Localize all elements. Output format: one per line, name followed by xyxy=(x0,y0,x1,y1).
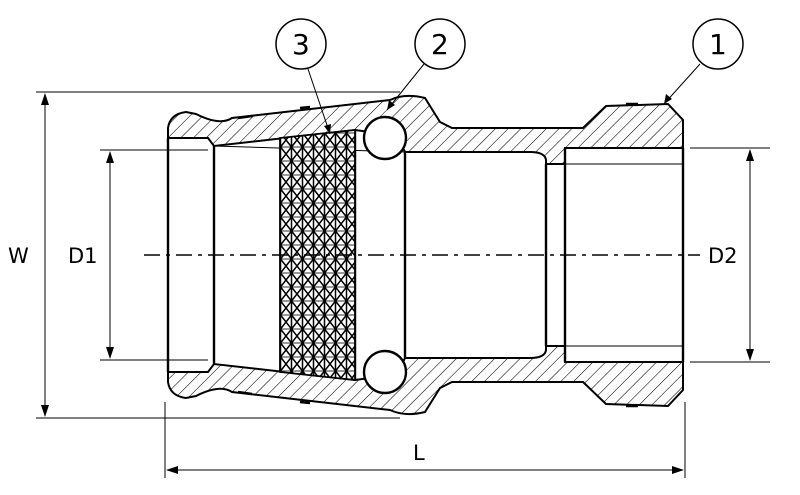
dimension-l xyxy=(164,402,686,478)
balloon-2 xyxy=(386,18,466,111)
dimension-l-label: L xyxy=(413,441,425,465)
o-ring-seal-upper xyxy=(362,115,408,161)
dimension-w xyxy=(36,91,400,419)
balloon-3-label: 3 xyxy=(292,28,310,61)
o-ring-seal-lower xyxy=(362,349,408,395)
dimension-d2 xyxy=(690,147,770,363)
balloon-2-label: 2 xyxy=(431,28,449,61)
balloon-1 xyxy=(663,18,744,105)
balloon-3 xyxy=(275,18,331,135)
dimension-d1 xyxy=(100,149,208,361)
lower-wall-section xyxy=(167,345,684,416)
dimension-d2-label: D2 xyxy=(708,244,738,268)
upper-wall-section xyxy=(167,94,684,165)
balloon-1-label: 1 xyxy=(709,28,727,61)
dimension-d1-label: D1 xyxy=(68,244,98,268)
dimension-w-label: W xyxy=(8,244,29,268)
